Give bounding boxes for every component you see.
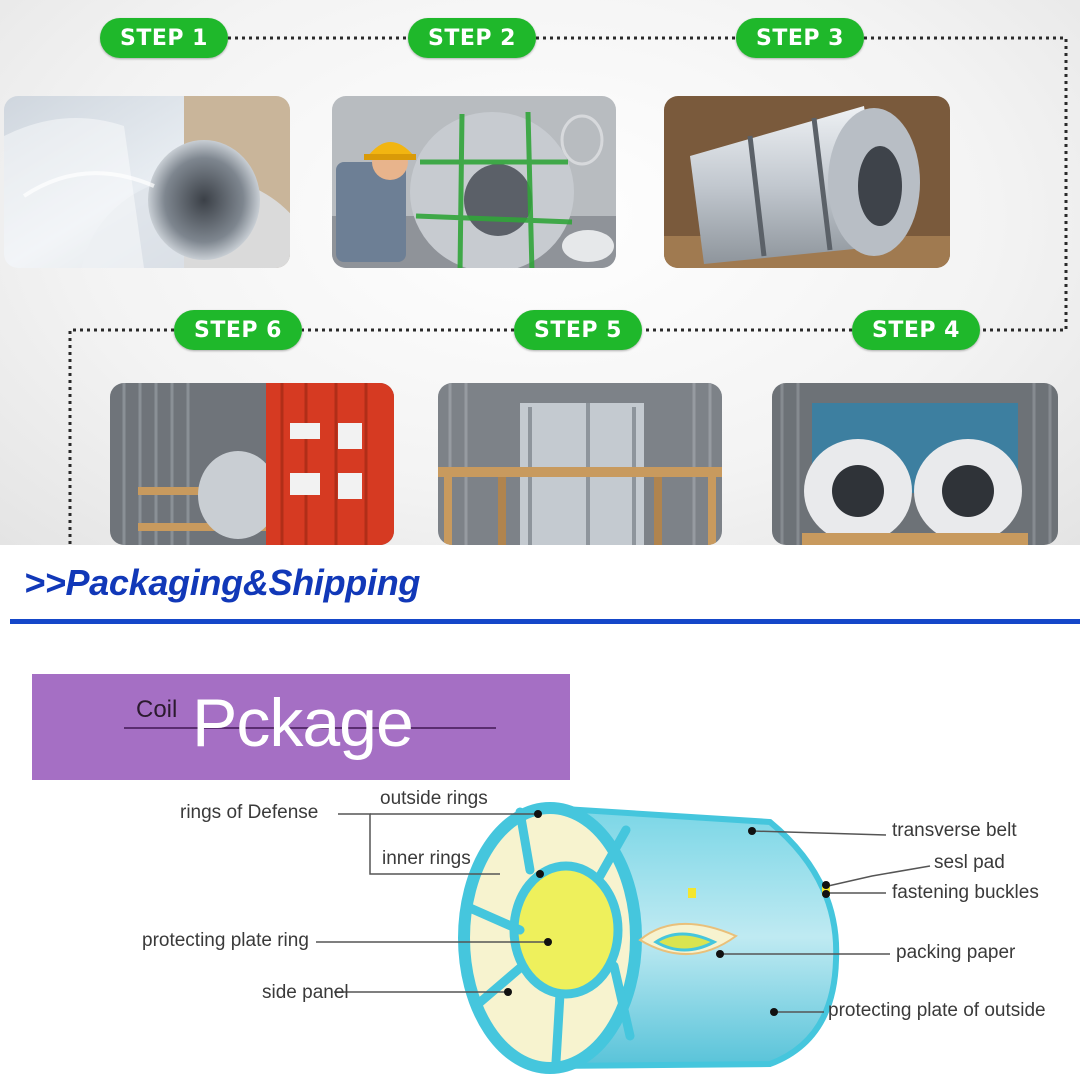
step-4-photo xyxy=(772,383,1058,545)
step-5-pill: STEP 5 xyxy=(514,310,642,350)
label-packing-paper: packing paper xyxy=(896,942,1016,963)
banner-divider-line xyxy=(124,727,496,729)
banner-large-text: Pckage xyxy=(192,685,414,761)
step-6-pill: STEP 6 xyxy=(174,310,302,350)
label-outside-rings: outside rings xyxy=(380,788,488,809)
step-5-photo xyxy=(438,383,722,545)
step-1-photo xyxy=(4,96,290,268)
label-rings-of-defense: rings of Defense xyxy=(180,802,319,823)
section-title: >>Packaging&Shipping xyxy=(24,562,421,603)
label-fastening-buckles: fastening buckles xyxy=(892,882,1039,903)
protecting-plate-ring-core xyxy=(509,861,623,999)
side-panel-spokes xyxy=(465,807,635,1067)
label-protecting-plate-ring: protecting plate ring xyxy=(142,930,309,951)
step-2-pill: STEP 2 xyxy=(408,18,536,58)
step-1-pill: STEP 1 xyxy=(100,18,228,58)
step-4-pill: STEP 4 xyxy=(852,310,980,350)
step-3-pill: STEP 3 xyxy=(736,18,864,58)
label-sesl-pad: sesl pad xyxy=(934,852,1005,873)
label-transverse-belt: transverse belt xyxy=(892,820,1017,841)
step-2-photo xyxy=(332,96,616,268)
step-3-photo xyxy=(664,96,950,268)
banner-small-text: Coil xyxy=(136,696,178,723)
step-6-photo xyxy=(110,383,394,545)
label-inner-rings: inner rings xyxy=(382,848,471,869)
section-title-underline xyxy=(10,619,1080,624)
label-side-panel: side panel xyxy=(262,982,349,1003)
label-protecting-plate-outside: protecting plate of outside xyxy=(828,1000,1046,1021)
step-connector-path xyxy=(68,36,1068,545)
